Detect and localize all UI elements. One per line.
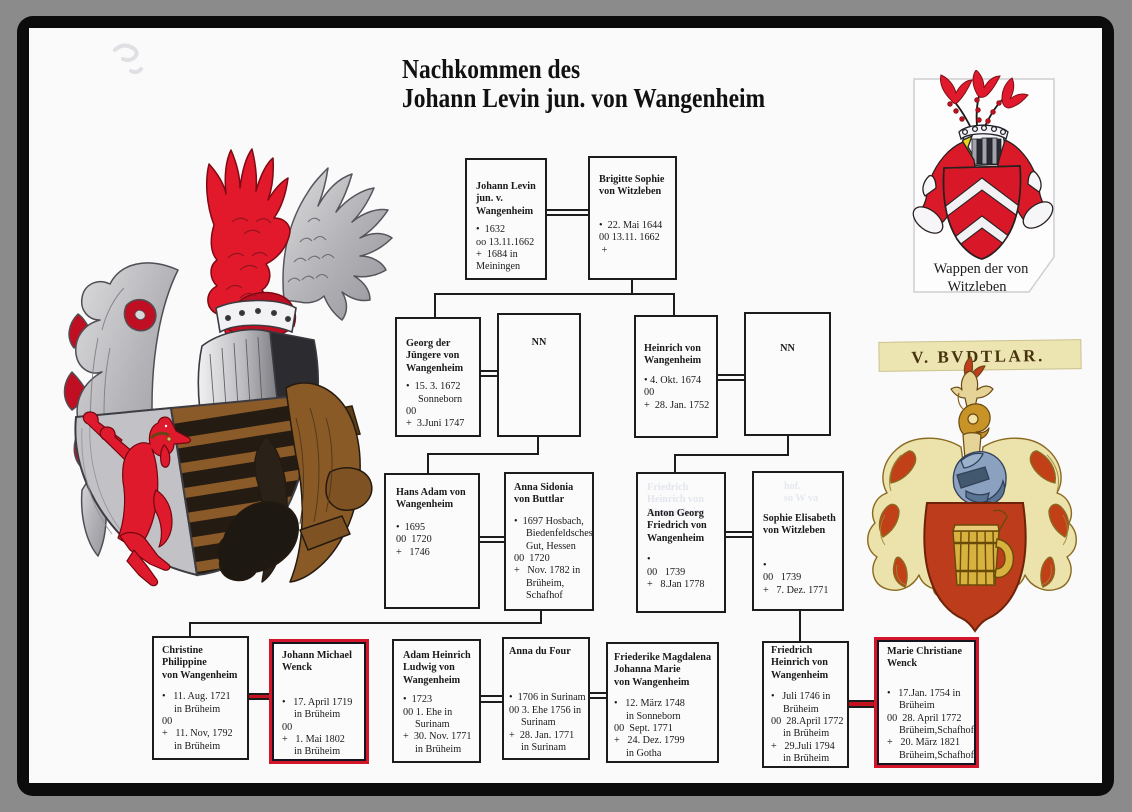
svg-text:Wappen der von: Wappen der von: [934, 261, 1029, 277]
svg-text:Witzleben: Witzleben: [948, 279, 1008, 295]
svg-text:V. BVDTLAR.: V. BVDTLAR.: [911, 346, 1045, 367]
